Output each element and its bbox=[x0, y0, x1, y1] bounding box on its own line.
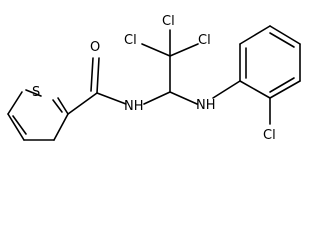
amide-carbonyl bbox=[67, 57, 127, 115]
amide-nh-label: NH bbox=[124, 99, 144, 114]
amine-nh-label: NH bbox=[196, 98, 216, 113]
oxygen-label: O bbox=[90, 40, 100, 55]
structure-diagram: O S NH NH Cl Cl Cl Cl bbox=[7, 14, 301, 143]
chlorine-label-right: Cl bbox=[198, 33, 211, 48]
sulfur-label: S bbox=[32, 85, 40, 100]
chlorophenyl-ring bbox=[212, 25, 301, 125]
chlorine-label-left: Cl bbox=[124, 33, 137, 48]
thiophene-ring bbox=[7, 89, 69, 141]
chlorine-label-top: Cl bbox=[162, 14, 175, 29]
ethane-backbone bbox=[141, 29, 199, 105]
aryl-chlorine-label: Cl bbox=[263, 128, 276, 143]
